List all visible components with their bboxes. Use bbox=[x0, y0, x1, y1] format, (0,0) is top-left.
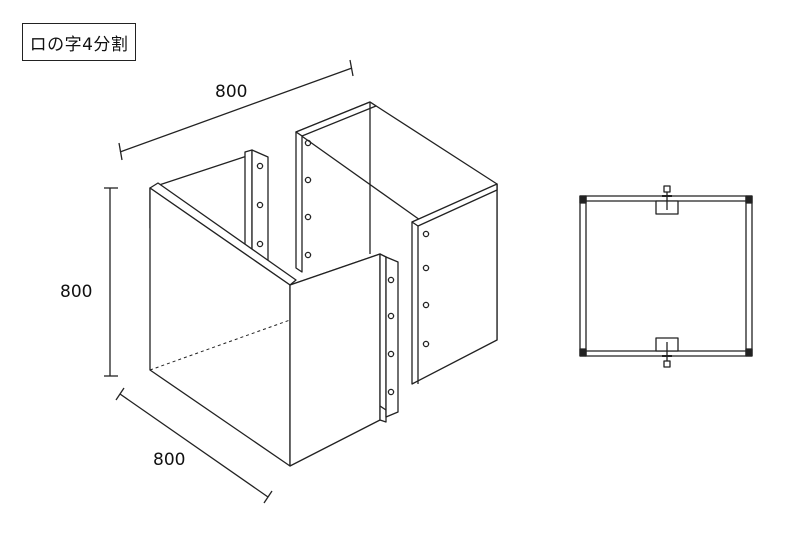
right-side-panel bbox=[411, 183, 498, 385]
bolt-hole bbox=[387, 350, 395, 358]
bolt-hole bbox=[304, 176, 312, 184]
dimension-line-height bbox=[104, 187, 118, 377]
dimension-line-depth bbox=[115, 387, 273, 504]
bolt-hole bbox=[387, 276, 395, 284]
bolt-hole bbox=[256, 201, 264, 209]
diagram-title: ロの字4分割 bbox=[22, 23, 136, 61]
plan-bottom-connector bbox=[655, 337, 679, 368]
dimension-height-label: 800 bbox=[60, 282, 93, 302]
bolt-hole bbox=[256, 240, 264, 248]
bolt-hole bbox=[304, 251, 312, 259]
dimension-width-label: 800 bbox=[215, 82, 248, 102]
bolt-hole bbox=[422, 301, 430, 309]
bolt-hole bbox=[304, 139, 312, 147]
bolt-hole bbox=[422, 230, 430, 238]
front-panel bbox=[289, 253, 399, 467]
plan-top-connector bbox=[655, 185, 679, 215]
plan-view bbox=[579, 185, 753, 368]
bolt-hole bbox=[387, 312, 395, 320]
bolt-hole bbox=[387, 388, 395, 396]
bolt-hole bbox=[422, 264, 430, 272]
dimension-line-width bbox=[118, 59, 354, 161]
bolt-hole bbox=[256, 162, 264, 170]
bolt-hole bbox=[422, 340, 430, 348]
bolt-hole bbox=[304, 213, 312, 221]
plan-right-panel bbox=[745, 195, 753, 357]
plan-left-panel bbox=[579, 195, 587, 357]
dimension-depth-label: 800 bbox=[153, 450, 186, 470]
